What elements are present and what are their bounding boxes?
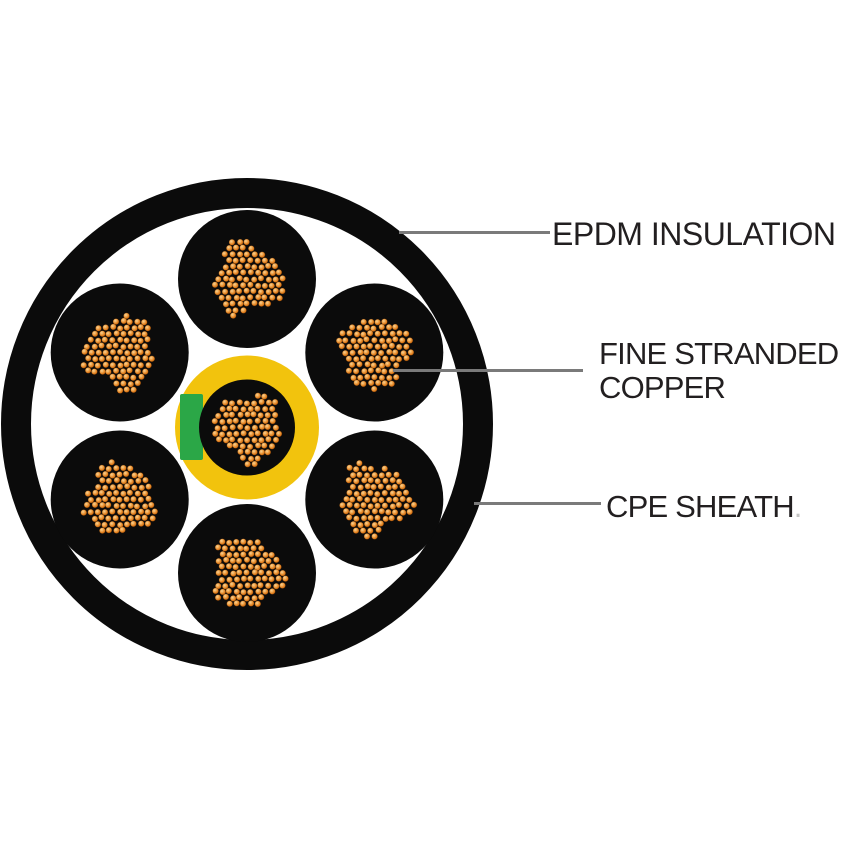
leader-line-cpe-sheath xyxy=(474,502,601,505)
leader-line-epdm-insulation xyxy=(399,231,550,234)
label-cpe-text: CPE SHEATH xyxy=(606,489,795,524)
label-fine-stranded-line1: FINE STRANDED xyxy=(599,336,839,371)
leader-line-fine-stranded-copper xyxy=(393,369,583,372)
label-cpe-period: . xyxy=(793,489,803,524)
label-fine-stranded-copper: FINE STRANDED COPPER xyxy=(599,336,839,405)
label-fine-stranded-line2: COPPER xyxy=(599,370,726,405)
label-cpe-sheath: CPE SHEATH. xyxy=(606,490,802,524)
label-epdm-insulation: EPDM INSULATION xyxy=(552,216,836,252)
